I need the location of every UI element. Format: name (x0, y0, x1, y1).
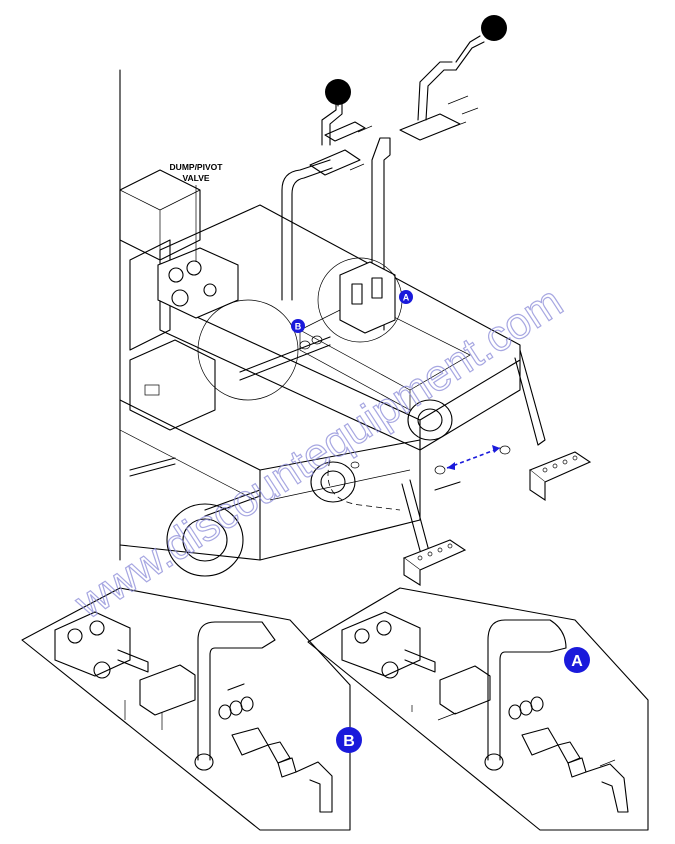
callout-b-large-label: B (343, 733, 355, 750)
valve-label-line1: DUMP/PIVOT (170, 162, 224, 172)
detail-b-inset (21, 587, 351, 831)
callout-a-large-label: A (571, 653, 583, 670)
callout-a-large: A (564, 647, 590, 673)
watermark-text: www.discountequipment.com (66, 277, 571, 629)
callout-b-small: B (291, 319, 305, 333)
callout-b-small-label: B (295, 322, 302, 332)
flow-arrows (446, 445, 501, 470)
callout-a-small: A (399, 290, 413, 304)
main-assembly (119, 15, 592, 586)
callout-a-small-label: A (403, 293, 410, 303)
valve-label-line2: VALVE (182, 173, 209, 183)
detail-a-inset (307, 587, 649, 831)
callout-b-large: B (336, 727, 362, 753)
